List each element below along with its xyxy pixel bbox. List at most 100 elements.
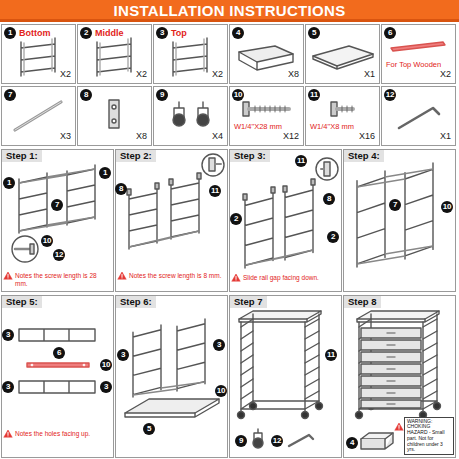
screw-shaft bbox=[249, 107, 289, 111]
part-quantity: X16 bbox=[359, 132, 375, 142]
part-board bbox=[313, 46, 373, 69]
part-cell: 2MiddleX2 bbox=[77, 24, 152, 84]
step-heading: Step 7 bbox=[230, 296, 267, 308]
part-cell: 7X3 bbox=[1, 86, 76, 146]
step-heading: Step 6: bbox=[116, 296, 156, 308]
drawer-sides bbox=[239, 52, 293, 70]
banner-shade bbox=[0, 19, 459, 22]
cart-frame bbox=[356, 311, 441, 419]
callout-number: 4 bbox=[346, 437, 358, 449]
board-edge bbox=[125, 399, 219, 417]
pulled-drawer-top bbox=[361, 433, 393, 439]
callout-number: 6 bbox=[53, 347, 65, 359]
callout-number: 3 bbox=[2, 381, 14, 393]
connectors bbox=[243, 179, 315, 200]
callout-number: 11 bbox=[325, 349, 337, 361]
line-art bbox=[4, 38, 445, 449]
side-frame bbox=[171, 179, 199, 239]
part-number: 1 bbox=[4, 27, 16, 39]
part-cell: 1BottomX2 bbox=[1, 24, 76, 84]
step-panel: Step 2:Notes the screw length is 8 mm. bbox=[115, 149, 228, 292]
inset-connector bbox=[209, 158, 215, 171]
zoom-inset bbox=[316, 158, 338, 180]
part-top-frame bbox=[173, 38, 207, 76]
part-number: 5 bbox=[308, 27, 320, 39]
callout-number: 10 bbox=[41, 235, 53, 247]
side-frame bbox=[405, 163, 433, 259]
screw-shaft bbox=[337, 107, 353, 111]
callout-number: 11 bbox=[295, 155, 307, 167]
callout-number: 3 bbox=[213, 339, 225, 351]
part-quantity: X3 bbox=[60, 132, 71, 142]
part-quantity: X2 bbox=[212, 70, 223, 80]
warning-text: WARNING: CHOKING HAZARD - Small part. No… bbox=[407, 419, 451, 454]
part-quantity: X12 bbox=[283, 132, 299, 142]
step-panel: Step 7 bbox=[229, 295, 342, 458]
step7-art bbox=[238, 311, 323, 448]
callout-number: 1 bbox=[99, 167, 111, 179]
inset-screw-head bbox=[30, 244, 34, 254]
callout-number: 11 bbox=[209, 185, 221, 197]
part-quantity: X2 bbox=[440, 70, 451, 80]
step2-art bbox=[118, 154, 224, 279]
callout-number: 2 bbox=[230, 213, 242, 225]
part-spec: W1/4"X8 mm bbox=[310, 123, 354, 131]
step-heading: Step 4: bbox=[344, 150, 384, 162]
allen-key bbox=[399, 108, 439, 128]
screw-thread bbox=[342, 106, 352, 112]
callout-number: 12 bbox=[53, 249, 65, 261]
side-frame bbox=[357, 171, 385, 267]
part-name: Bottom bbox=[19, 27, 51, 39]
callout-number: 12 bbox=[271, 435, 283, 447]
zoom-inset bbox=[202, 154, 224, 176]
part-spec: For Top Wooden bbox=[386, 61, 441, 69]
warning-icon bbox=[232, 274, 240, 281]
step-panel: WARNING: CHOKING HAZARD - Small part. No… bbox=[343, 295, 456, 458]
part-number: 11 bbox=[308, 89, 320, 101]
part-number: 6 bbox=[384, 27, 396, 39]
step6-art bbox=[125, 319, 219, 417]
connecting-rods bbox=[129, 231, 199, 247]
inset-pin bbox=[321, 168, 324, 170]
side-frame bbox=[67, 165, 95, 225]
callout-number: 10 bbox=[441, 201, 453, 213]
part-drawer bbox=[239, 46, 293, 70]
callout-number: 3 bbox=[2, 329, 14, 341]
step-note: Notes the holes facing up. bbox=[15, 430, 110, 438]
part-quantity: X1 bbox=[440, 132, 451, 142]
part-quantity: X8 bbox=[288, 70, 299, 80]
step-panel: Step 5:Notes the holes facing up. bbox=[1, 295, 114, 458]
callout-number: 3 bbox=[117, 349, 129, 361]
part-number: 2 bbox=[80, 27, 92, 39]
part-name: Top bbox=[171, 27, 187, 39]
rod-shine bbox=[15, 102, 61, 130]
callout-number: 7 bbox=[389, 199, 401, 211]
connectors bbox=[127, 173, 201, 195]
screw-thread bbox=[255, 106, 285, 112]
part-number: 3 bbox=[156, 27, 168, 39]
part-cell: 10W1/4"X28 mmX12 bbox=[229, 86, 304, 146]
part-quantity: X8 bbox=[136, 132, 147, 142]
warning-label: WARNING: CHOKING HAZARD - Small part. No… bbox=[404, 417, 454, 456]
inset-screw bbox=[215, 163, 221, 165]
part-number: 12 bbox=[384, 89, 396, 101]
step4-art bbox=[357, 163, 433, 267]
part-quantity: X2 bbox=[136, 70, 147, 80]
step-heading: Step 2: bbox=[116, 150, 156, 162]
part-number: 8 bbox=[80, 89, 92, 101]
caster-wheel bbox=[253, 438, 263, 448]
board-edge bbox=[313, 54, 373, 69]
callout-number: 8 bbox=[323, 193, 335, 205]
part-short-screw bbox=[331, 102, 353, 116]
callout-number: 1 bbox=[3, 177, 15, 189]
part-cell: 4X8 bbox=[229, 24, 304, 84]
warning-icon bbox=[395, 423, 403, 430]
side-frame bbox=[285, 185, 313, 260]
warning-icon bbox=[4, 272, 12, 279]
step3-art bbox=[232, 158, 338, 281]
callout-number: 3 bbox=[100, 381, 112, 393]
side-frame bbox=[133, 325, 161, 397]
side-frame bbox=[177, 319, 205, 391]
part-cell: 12X1 bbox=[381, 86, 456, 146]
